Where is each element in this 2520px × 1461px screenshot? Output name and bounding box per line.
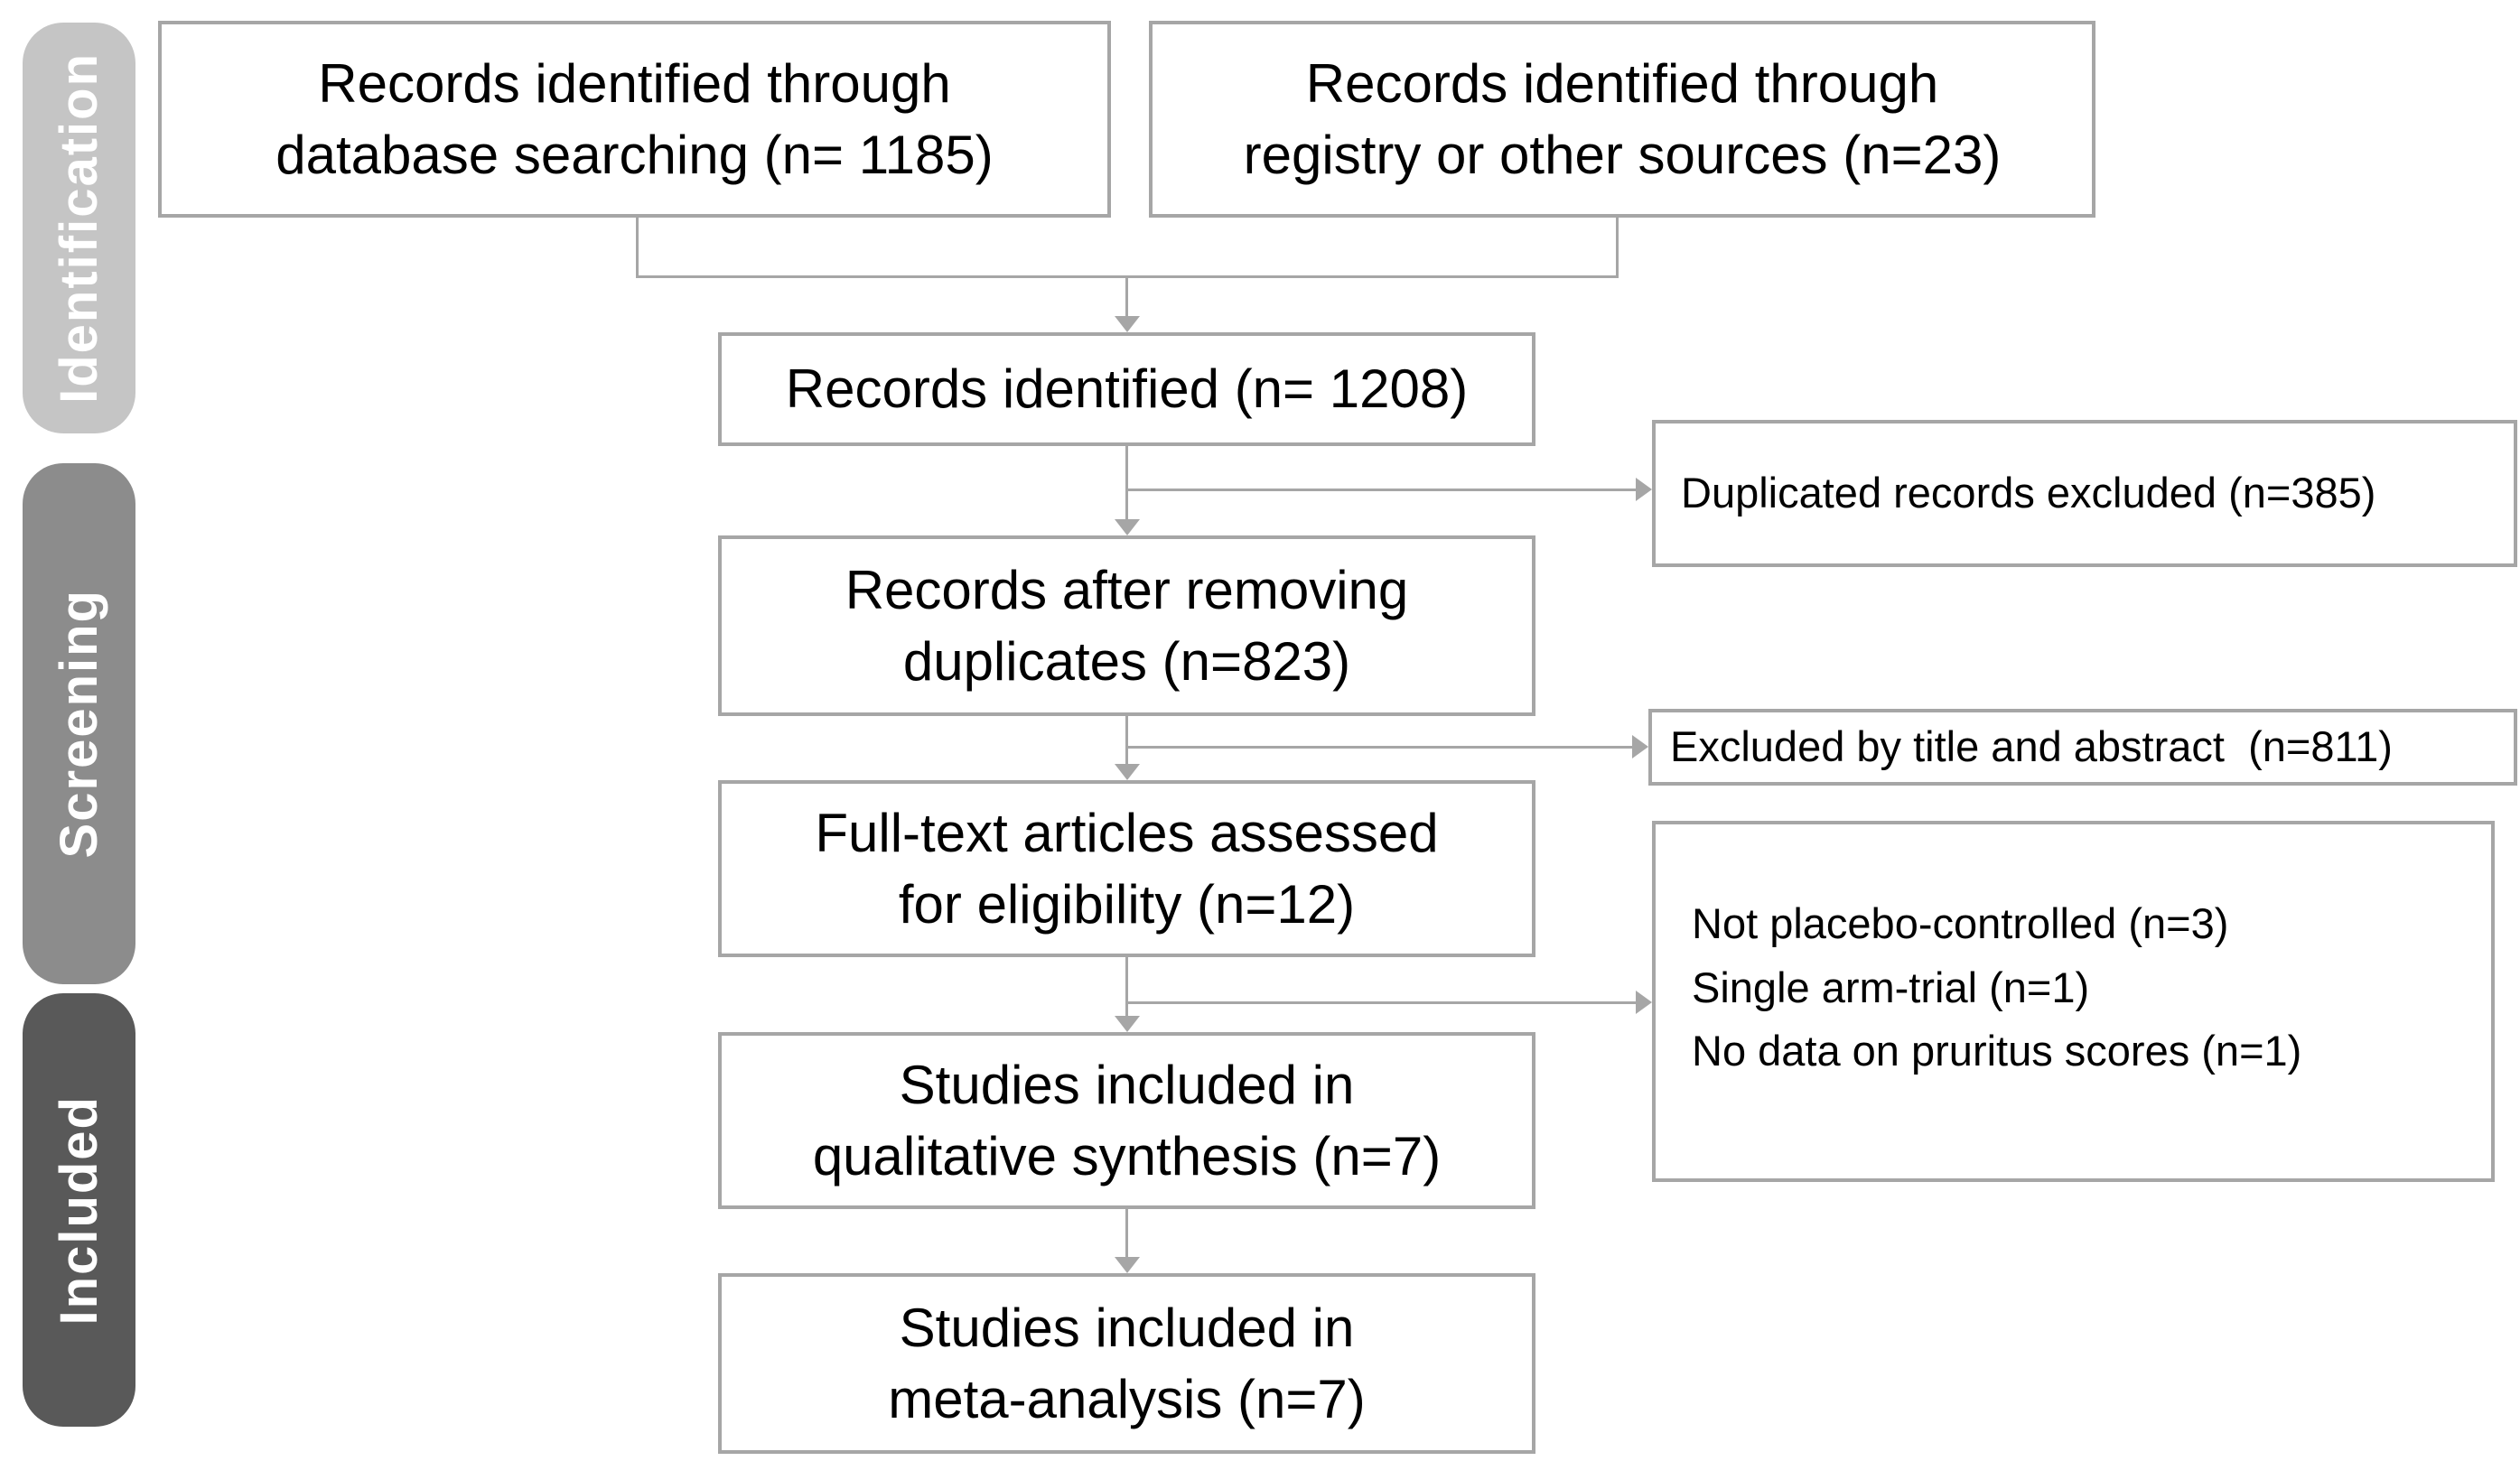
box-text-line: Records identified through (318, 52, 951, 114)
stage-identification-label: Identification (50, 52, 108, 404)
connector-database-down (636, 218, 639, 277)
box-meta-analysis: Studies included in meta-analysis (n=7) (718, 1273, 1535, 1454)
box-text-line: Full-text articles assessed (815, 802, 1439, 863)
box-fulltext-assessed: Full-text articles assessed for eligibil… (718, 780, 1535, 957)
arrowhead-to-meta (1115, 1257, 1140, 1273)
box-text-line: Duplicated records excluded (n=385) (1681, 469, 2376, 517)
box-text-line: qualitative synthesis (n=7) (812, 1126, 1442, 1186)
box-title-abstract-excluded: Excluded by title and abstract (n=811) (1648, 709, 2517, 786)
connector-to-meta (1125, 1209, 1128, 1258)
box-text-line: Not placebo-controlled (n=3) (1692, 899, 2229, 948)
box-text-line: registry or other sources (n=23) (1243, 125, 2002, 185)
box-text-line: meta-analysis (n=7) (888, 1369, 1366, 1429)
connector-to-fulltext (1125, 716, 1128, 765)
connector-to-identified (1125, 275, 1128, 317)
connector-branch-duplicates (1125, 489, 1638, 491)
box-text-line: duplicates (n=823) (902, 631, 1351, 692)
connector-to-after-duplicates (1125, 446, 1128, 520)
arrowhead-to-identified (1115, 316, 1140, 332)
stage-included: Included (23, 993, 135, 1427)
stage-screening-label: Screening (50, 589, 108, 859)
stage-screening: Screening (23, 463, 135, 984)
box-text-line: Studies included in (899, 1054, 1355, 1115)
arrowhead-to-after-duplicates (1115, 519, 1140, 535)
box-after-duplicates: Records after removing duplicates (n=823… (718, 535, 1535, 716)
box-text-line: Records after removing (845, 559, 1409, 620)
connector-branch-title-abstract (1125, 746, 1632, 749)
connector-branch-reasons (1125, 1001, 1638, 1004)
box-text-line: for eligibility (n=12) (898, 874, 1356, 935)
box-records-identified: Records identified (n= 1208) (718, 332, 1535, 446)
connector-to-qualitative (1125, 957, 1128, 1017)
arrowhead-to-qualitative (1115, 1016, 1140, 1032)
box-text-line: Records identified (n= 1208) (785, 358, 1469, 420)
connector-registry-down (1616, 218, 1619, 277)
box-text-line: Records identified through (1305, 52, 1939, 114)
arrowhead-to-title-abstract (1632, 735, 1648, 758)
arrowhead-to-duplicates-excluded (1636, 478, 1652, 501)
arrowhead-to-reasons (1636, 991, 1652, 1014)
box-qualitative-synthesis: Studies included in qualitative synthesi… (718, 1032, 1535, 1209)
box-records-registry-sources: Records identified through registry or o… (1149, 21, 2095, 218)
box-text-line: database searching (n= 1185) (275, 125, 994, 185)
stage-included-label: Included (50, 1094, 108, 1326)
stage-identification: Identification (23, 23, 135, 433)
box-text-line: Studies included in (899, 1297, 1355, 1358)
box-exclusion-reasons: Not placebo-controlled (n=3) Single arm-… (1652, 821, 2495, 1182)
box-text-line: Excluded by title and abstract (n=811) (1670, 722, 2393, 771)
arrowhead-to-fulltext (1115, 764, 1140, 780)
box-records-database-searching: Records identified through database sear… (158, 21, 1111, 218)
box-text-line: No data on pruritus scores (n=1) (1692, 1027, 2302, 1075)
box-text-line: Single arm-trial (n=1) (1692, 963, 2090, 1011)
box-duplicates-excluded: Duplicated records excluded (n=385) (1652, 420, 2517, 567)
